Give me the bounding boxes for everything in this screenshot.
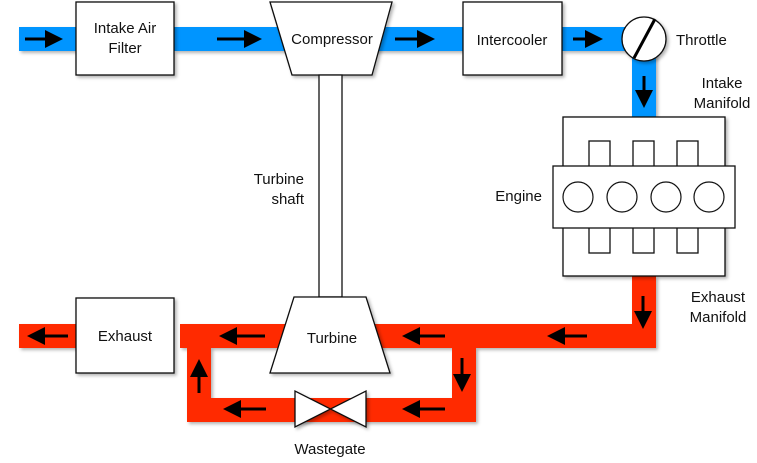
throttle-valve-plate [632,18,657,59]
flow-arrows [25,30,653,418]
turbine-label: Turbine [307,330,357,347]
intake-manifold-label-1: Intake [702,75,743,92]
intercooler: Intercooler [462,1,563,76]
exhaust-label: Exhaust [98,328,153,345]
wastegate-label: Wastegate [294,441,365,458]
compressor: Compressor [269,1,393,76]
intake-air-filter-label-1: Intake Air [94,20,157,37]
cylinder [606,181,638,213]
throttle-label: Throttle [676,32,727,49]
intercooler-label: Intercooler [477,32,548,49]
throttle: Throttle [621,16,727,62]
turbine-shaft-label-2: shaft [271,191,304,208]
intake-manifold-label-2: Manifold [694,95,751,112]
exhaust-manifold-label-1: Exhaust [691,289,746,306]
exhaust-box: Exhaust [75,297,175,374]
turbine-shaft: Turbine shaft [254,74,343,298]
engine-label: Engine [495,188,542,205]
engine-cylinders [562,181,725,213]
compressor-label: Compressor [291,31,373,48]
turbine: Turbine [269,296,391,374]
intake-air-filter: Intake Air Filter [75,1,175,76]
turbine-shaft-label-1: Turbine [254,171,304,188]
exhaust-manifold-label-2: Manifold [690,309,747,326]
cylinder [562,181,594,213]
cylinder [650,181,682,213]
wastegate: Wastegate [294,389,367,458]
cylinder [693,181,725,213]
intake-air-filter-label-2: Filter [108,40,141,57]
engine: Engine [495,116,736,277]
